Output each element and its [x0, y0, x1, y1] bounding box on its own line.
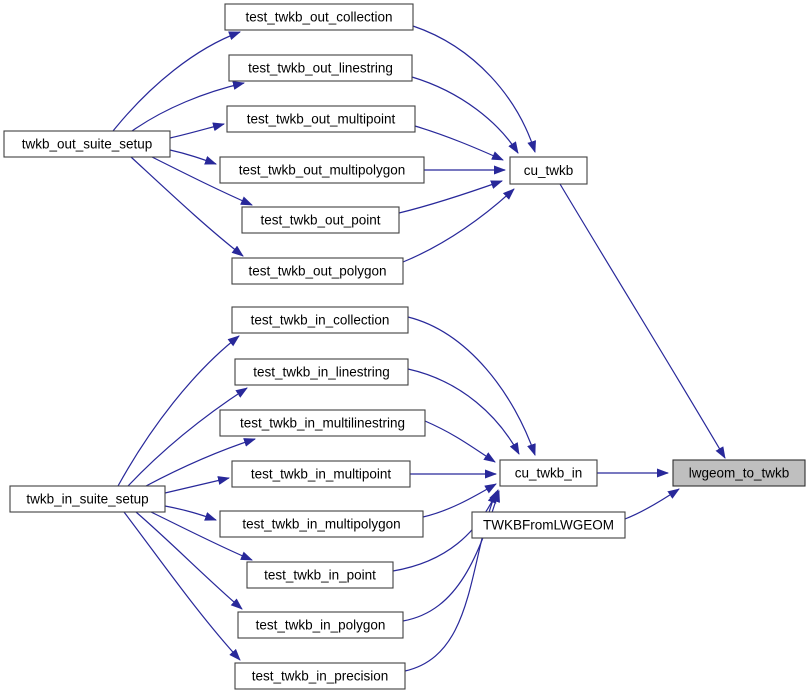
- node-box-test_twkb_out_collection[interactable]: [224, 3, 414, 31]
- node-test_twkb_in_polygon[interactable]: test_twkb_in_polygon: [237, 611, 404, 639]
- node-label-twkb_out_suite_setup: twkb_out_suite_setup: [22, 137, 153, 152]
- node-box-twkb_in_suite_setup[interactable]: [9, 485, 166, 513]
- node-box-test_twkb_in_precision[interactable]: [234, 662, 406, 690]
- node-test_twkb_in_collection[interactable]: test_twkb_in_collection: [231, 306, 409, 334]
- node-label-test_twkb_in_linestring: test_twkb_in_linestring: [253, 365, 390, 380]
- node-box-cu_twkb[interactable]: [509, 156, 588, 185]
- node-label-test_twkb_out_collection: test_twkb_out_collection: [245, 10, 392, 25]
- node-test_twkb_out_collection[interactable]: test_twkb_out_collection: [224, 3, 414, 31]
- edge-test_twkb_out_multipoint-to-cu_twkb: [414, 125, 504, 161]
- edge-test_twkb_in_multilinestring-to-cu_twkb_in: [424, 420, 496, 463]
- node-box-test_twkb_in_linestring[interactable]: [234, 358, 409, 386]
- node-cu_twkb_in[interactable]: cu_twkb_in: [499, 459, 598, 487]
- node-label-test_twkb_out_point: test_twkb_out_point: [260, 213, 380, 228]
- edge-twkb_in_suite_setup-to-test_twkb_in_point: [150, 511, 253, 561]
- node-label-test_twkb_out_multipoint: test_twkb_out_multipoint: [247, 112, 396, 127]
- node-label-test_twkb_in_point: test_twkb_in_point: [264, 568, 376, 583]
- edge-test_twkb_out_polygon-to-cu_twkb: [402, 188, 515, 263]
- node-label-test_twkb_in_multilinestring: test_twkb_in_multilinestring: [240, 416, 405, 431]
- node-label-twkb_in_suite_setup: twkb_in_suite_setup: [26, 492, 148, 507]
- node-box-test_twkb_in_collection[interactable]: [231, 306, 409, 334]
- edge-test_twkb_in_point-to-cu_twkb_in: [392, 489, 499, 572]
- node-label-test_twkb_in_polygon: test_twkb_in_polygon: [256, 618, 386, 633]
- edge-twkb_out_suite_setup-to-test_twkb_out_multipolygon: [169, 149, 217, 165]
- node-twkb_in_suite_setup[interactable]: twkb_in_suite_setup: [9, 485, 166, 513]
- edge-twkb_out_suite_setup-to-test_twkb_out_point: [151, 156, 253, 206]
- node-label-TWKBFromLWGEOM: TWKBFromLWGEOM: [483, 518, 614, 533]
- node-label-test_twkb_in_multipolygon: test_twkb_in_multipolygon: [242, 517, 400, 532]
- node-box-test_twkb_in_multipoint[interactable]: [231, 460, 411, 488]
- edge-test_twkb_in_multipolygon-to-cu_twkb_in: [422, 483, 497, 518]
- node-label-test_twkb_in_precision: test_twkb_in_precision: [252, 669, 389, 684]
- node-box-test_twkb_out_multipoint[interactable]: [226, 105, 416, 133]
- node-test_twkb_out_linestring[interactable]: test_twkb_out_linestring: [228, 54, 413, 82]
- edge-twkb_in_suite_setup-to-test_twkb_in_multipoint: [164, 476, 230, 494]
- node-label-cu_twkb: cu_twkb: [524, 163, 574, 178]
- edge-twkb_in_suite_setup-to-test_twkb_in_precision: [123, 511, 241, 661]
- edge-test_twkb_out_linestring-to-cu_twkb: [411, 76, 519, 154]
- node-label-test_twkb_out_multipolygon: test_twkb_out_multipolygon: [239, 163, 406, 178]
- node-box-lwgeom_to_twkb[interactable]: [672, 459, 806, 487]
- node-label-test_twkb_out_linestring: test_twkb_out_linestring: [248, 61, 393, 76]
- edge-twkb_in_suite_setup-to-test_twkb_in_linestring: [127, 387, 248, 487]
- node-box-cu_twkb_in[interactable]: [499, 459, 598, 487]
- edge-test_twkb_in_linestring-to-cu_twkb_in: [407, 368, 520, 455]
- node-test_twkb_out_point[interactable]: test_twkb_out_point: [241, 206, 400, 234]
- node-box-twkb_out_suite_setup[interactable]: [3, 130, 171, 158]
- edge-cu_twkb-to-lwgeom_to_twkb: [559, 183, 726, 459]
- node-test_twkb_out_polygon[interactable]: test_twkb_out_polygon: [231, 257, 404, 285]
- edge-twkb_in_suite_setup-to-test_twkb_in_polygon: [135, 511, 243, 610]
- edge-twkb_out_suite_setup-to-test_twkb_out_polygon: [130, 156, 244, 257]
- node-test_twkb_in_multipoint[interactable]: test_twkb_in_multipoint: [231, 460, 411, 488]
- node-cu_twkb[interactable]: cu_twkb: [509, 156, 588, 185]
- node-box-test_twkb_in_polygon[interactable]: [237, 611, 404, 639]
- edge-twkb_out_suite_setup-to-test_twkb_out_collection: [112, 31, 241, 132]
- node-test_twkb_out_multipolygon[interactable]: test_twkb_out_multipolygon: [219, 156, 425, 184]
- edge-twkb_in_suite_setup-to-test_twkb_in_collection: [117, 335, 240, 487]
- edge-twkb_in_suite_setup-to-test_twkb_in_multipolygon: [164, 505, 217, 521]
- node-box-test_twkb_in_multipolygon[interactable]: [219, 510, 424, 538]
- node-box-test_twkb_out_point[interactable]: [241, 206, 400, 234]
- node-test_twkb_in_precision[interactable]: test_twkb_in_precision: [234, 662, 406, 690]
- node-lwgeom_to_twkb[interactable]: lwgeom_to_twkb: [672, 459, 806, 487]
- node-TWKBFromLWGEOM[interactable]: TWKBFromLWGEOM: [471, 511, 626, 539]
- node-test_twkb_in_point[interactable]: test_twkb_in_point: [246, 561, 394, 589]
- edge-twkb_in_suite_setup-to-test_twkb_in_multilinestring: [145, 438, 256, 487]
- node-box-test_twkb_in_multilinestring[interactable]: [219, 409, 426, 437]
- edge-test_twkb_out_point-to-cu_twkb: [398, 180, 503, 214]
- node-box-test_twkb_in_point[interactable]: [246, 561, 394, 589]
- node-label-test_twkb_in_multipoint: test_twkb_in_multipoint: [251, 467, 392, 482]
- node-label-cu_twkb_in: cu_twkb_in: [515, 466, 583, 481]
- edge-twkb_out_suite_setup-to-test_twkb_out_multipoint: [169, 122, 225, 139]
- node-box-test_twkb_out_multipolygon[interactable]: [219, 156, 425, 184]
- node-box-TWKBFromLWGEOM[interactable]: [471, 511, 626, 539]
- node-test_twkb_out_multipoint[interactable]: test_twkb_out_multipoint: [226, 105, 416, 133]
- edge-TWKBFromLWGEOM-to-lwgeom_to_twkb: [624, 488, 680, 520]
- node-test_twkb_in_linestring[interactable]: test_twkb_in_linestring: [234, 358, 409, 386]
- node-twkb_out_suite_setup[interactable]: twkb_out_suite_setup: [3, 130, 171, 158]
- edge-test_twkb_in_collection-to-cu_twkb_in: [407, 316, 536, 456]
- edge-twkb_out_suite_setup-to-test_twkb_out_linestring: [131, 81, 245, 132]
- edges-layer: [112, 25, 726, 672]
- node-box-test_twkb_out_linestring[interactable]: [228, 54, 413, 82]
- node-box-test_twkb_out_polygon[interactable]: [231, 257, 404, 285]
- edge-test_twkb_out_collection-to-cu_twkb: [412, 25, 536, 153]
- node-label-test_twkb_in_collection: test_twkb_in_collection: [251, 313, 390, 328]
- nodes-layer: twkb_out_suite_setup test_twkb_out_collec…: [3, 3, 806, 690]
- node-label-test_twkb_out_polygon: test_twkb_out_polygon: [248, 264, 386, 279]
- node-test_twkb_in_multipolygon[interactable]: test_twkb_in_multipolygon: [219, 510, 424, 538]
- node-label-lwgeom_to_twkb: lwgeom_to_twkb: [689, 466, 790, 481]
- node-test_twkb_in_multilinestring[interactable]: test_twkb_in_multilinestring: [219, 409, 426, 437]
